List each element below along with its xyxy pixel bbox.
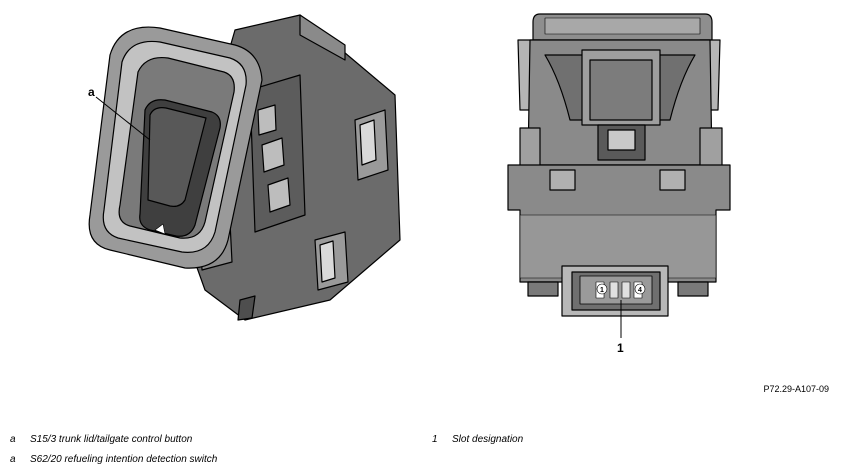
switch-perspective-view [88, 14, 401, 321]
pin-1-label: 1 [600, 287, 604, 294]
pin-4-marker [634, 283, 646, 295]
legend-text: S15/3 trunk lid/tailgate control button [30, 434, 193, 445]
legend-text: S62/20 refueling intention detection swi… [30, 454, 218, 465]
callout-1-label: 1 [617, 341, 624, 355]
callout-a-leader [95, 96, 151, 141]
pin-1-marker [596, 283, 608, 295]
legend-text: Slot designation [452, 434, 524, 445]
legend-item: a S15/3 trunk lid/tailgate control button [10, 434, 192, 445]
legend-key: a [10, 434, 16, 445]
callout-a-label: a [88, 85, 95, 99]
switch-rear-view [507, 13, 731, 317]
figure-reference: P72.29-A107-09 [763, 384, 829, 394]
pin-4-label: 4 [638, 287, 642, 294]
legend-item: 1 Slot designation [432, 434, 523, 445]
legend-key: 1 [432, 434, 438, 445]
legend-key: a [10, 454, 16, 465]
legend-item: a S62/20 refueling intention detection sw… [10, 454, 217, 465]
